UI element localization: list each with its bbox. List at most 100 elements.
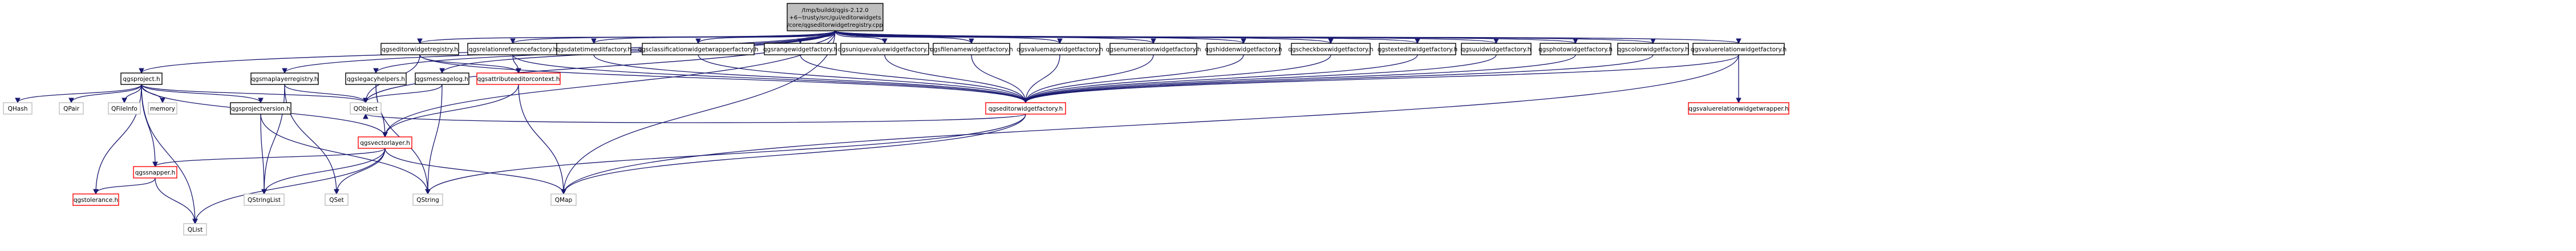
- node-editorwidgetregistry[interactable]: qgseditorwidgetregistry.h: [380, 43, 459, 55]
- node-uuidwidgetfactory[interactable]: qgsuuidwidgetfactory.h: [1461, 43, 1532, 55]
- node-qpair[interactable]: QPair: [59, 102, 84, 115]
- node-qfileinfo[interactable]: QFileInfo: [108, 102, 141, 115]
- arrowhead-root-to-editorwidgetregistry: [417, 38, 423, 44]
- node-label-uniquevaluewidgetfactory: qgsuniquevaluewidgetfactory.h: [838, 46, 931, 53]
- node-label-legacyhelpers: qgslegacyhelpers.h: [347, 76, 405, 83]
- node-attributeeditorcontext[interactable]: qgsattributeeditorcontext.h: [476, 72, 561, 85]
- node-filenamewidgetfactory[interactable]: qgsfilenamewidgetfactory.h: [930, 43, 1013, 55]
- node-checkboxwidgetfactory[interactable]: qgscheckboxwidgetfactory.h: [1288, 43, 1374, 55]
- node-label-valuemapwidgetfactory: qgsvaluemapwidgetfactory.h: [1016, 46, 1103, 53]
- node-colorwidgetfactory[interactable]: qgscolorwidgetfactory.h: [1617, 43, 1689, 55]
- node-tolerance[interactable]: qgstolerance.h: [72, 193, 119, 206]
- node-box-qset: [325, 193, 349, 206]
- node-label-uuidwidgetfactory: qgsuuidwidgetfactory.h: [1461, 46, 1532, 53]
- node-messagelog[interactable]: qgsmessagelog.h: [415, 72, 469, 85]
- node-label-memory: memory: [150, 106, 175, 112]
- node-label-qmap: QMap: [555, 197, 573, 204]
- node-box-projectversion: [230, 102, 291, 115]
- node-rangewidgetfactory[interactable]: qgsrangewidgetfactory.h: [763, 43, 837, 55]
- node-valuerelationwidgetwrapper[interactable]: qgsvaluerelationwidgetwrapper.h: [1688, 102, 1789, 115]
- arrowhead-editorwidgetfactory-to-qobject: [363, 113, 368, 119]
- edge-editorwidgetregistry-to-attributeeditorcontext: [419, 54, 519, 74]
- edge-attributeeditorcontext-to-qmap: [518, 84, 564, 195]
- node-snapper[interactable]: qgssnapper.h: [133, 166, 177, 179]
- node-texteditwidgetfactory[interactable]: qgstexteditwidgetfactory.h: [1378, 43, 1458, 55]
- arrowhead-valuerelationwidgetfactory-to-valuerelationwidgetwrapper: [1736, 98, 1741, 104]
- arrowhead-project-to-qpair: [68, 98, 74, 104]
- node-label-relationreferencefactory: qgsrelationreferencefactory.h: [469, 46, 557, 53]
- node-valuemapwidgetfactory[interactable]: qgsvaluemapwidgetfactory.h: [1016, 43, 1103, 55]
- arrowhead-root-to-classificationwidgetwrapperfactory: [695, 38, 701, 44]
- arrowhead-root-to-valuerelationwidgetfactory: [1736, 38, 1741, 44]
- edge-vectorlayer-to-qlist: [195, 148, 386, 224]
- arrowhead-root-to-datetimeeditfactory: [591, 38, 597, 44]
- node-memory[interactable]: memory: [148, 102, 177, 115]
- node-vectorlayer[interactable]: qgsvectorlayer.h: [358, 136, 412, 149]
- edge-uniquevaluewidgetfactory-to-editorwidgetfactory: [884, 54, 1026, 103]
- node-qhash[interactable]: QHash: [3, 102, 33, 115]
- arrowhead-project-to-projectversion: [258, 98, 264, 104]
- node-enumerationwidgetfactory[interactable]: qgsenumerationwidgetfactory.h: [1105, 43, 1201, 55]
- edge-valuemapwidgetfactory-to-editorwidgetfactory: [1025, 54, 1060, 103]
- node-box-messagelog: [415, 72, 469, 85]
- node-qset[interactable]: QSet: [325, 193, 349, 206]
- node-qobject[interactable]: QObject: [350, 102, 382, 115]
- node-label-qset: QSet: [329, 197, 344, 204]
- node-editorwidgetfactory[interactable]: qgseditorwidgetfactory.h: [985, 102, 1066, 115]
- edge-root-to-valuerelationwidgetfactory: [835, 30, 1739, 44]
- edge-editorwidgetfactory-to-qobject: [365, 114, 1026, 123]
- edge-projectversion-to-qstring: [260, 114, 428, 195]
- node-label-qhash: QHash: [8, 106, 28, 112]
- edge-root-to-datetimeeditfactory: [593, 30, 836, 44]
- node-box-enumerationwidgetfactory: [1109, 43, 1197, 55]
- edge-project-to-qpair: [71, 84, 142, 103]
- edge-project-to-projectversion: [141, 84, 261, 103]
- node-valuerelationwidgetfactory[interactable]: qgsvaluerelationwidgetfactory.h: [1691, 43, 1787, 55]
- node-legacyhelpers[interactable]: qgslegacyhelpers.h: [345, 72, 407, 85]
- node-qstring[interactable]: QString: [412, 193, 443, 206]
- edge-classificationwidgetwrapperfactory-to-editorwidgetfactory: [698, 54, 1026, 103]
- node-label-qstring: QString: [416, 197, 439, 204]
- node-qlist[interactable]: QList: [183, 223, 207, 236]
- arrowhead-root-to-uuidwidgetfactory: [1493, 38, 1499, 44]
- node-projectversion[interactable]: qgsprojectversion.h: [230, 102, 291, 115]
- node-label-valuerelationwidgetwrapper: qgsvaluerelationwidgetwrapper.h: [1688, 106, 1788, 112]
- edge-relationreferencefactory-to-editorwidgetfactory: [512, 54, 1026, 103]
- edge-vectorlayer-to-qstringlist: [264, 148, 386, 195]
- node-label-editorwidgetfactory: qgseditorwidgetfactory.h: [989, 106, 1063, 112]
- node-qstringlist[interactable]: QStringList: [244, 193, 285, 206]
- arrowhead-projectversion-to-qstring: [425, 189, 431, 195]
- arrowhead-project-to-qfileinfo: [121, 98, 127, 104]
- node-hiddenwidgetfactory[interactable]: qgshiddenwidgetfactory.h: [1205, 43, 1282, 55]
- node-project[interactable]: qgsproject.h: [120, 72, 163, 85]
- node-label-filenamewidgetfactory: qgsfilenamewidgetfactory.h: [930, 46, 1012, 53]
- arrowhead-root-to-enumerationwidgetfactory: [1151, 38, 1156, 44]
- node-label-root: /tmp/buildd/qgis-2.12.0: [801, 7, 868, 14]
- node-box-memory: [148, 102, 177, 115]
- node-qmap[interactable]: QMap: [550, 193, 577, 206]
- node-relationreferencefactory[interactable]: qgsrelationreferencefactory.h: [467, 43, 558, 55]
- node-classificationwidgetwrapperfactory[interactable]: qgsclassificationwidgetwrapperfactory.h: [638, 43, 759, 55]
- node-label-rangewidgetfactory: qgsrangewidgetfactory.h: [763, 46, 837, 53]
- edge-root-to-uniquevaluewidgetfactory: [835, 30, 885, 44]
- node-label-editorwidgetregistry: qgseditorwidgetregistry.h: [382, 46, 458, 53]
- arrowhead-attributeeditorcontext-to-vectorlayer: [382, 132, 388, 138]
- arrowhead-root-to-uniquevaluewidgetfactory: [882, 38, 888, 44]
- edge-datetimeeditfactory-to-editorwidgetfactory: [593, 54, 1026, 103]
- node-box-uuidwidgetfactory: [1461, 43, 1532, 55]
- node-maplayerregistry[interactable]: qgsmaplayerregistry.h: [250, 72, 319, 85]
- node-label-snapper: qgssnapper.h: [135, 169, 176, 176]
- node-label-qlist: QList: [188, 226, 203, 233]
- edge-editorwidgetfactory-to-qmap: [563, 114, 1026, 195]
- arrowhead-relationreferencefactory-to-attributeeditorcontext: [516, 68, 521, 74]
- node-box-qfileinfo: [108, 102, 141, 115]
- edge-root-to-qmap: [563, 30, 836, 195]
- node-uniquevaluewidgetfactory[interactable]: qgsuniquevaluewidgetfactory.h: [838, 43, 931, 55]
- node-box-valuerelationwidgetfactory: [1692, 43, 1785, 55]
- edge-messagelog-to-qstring: [427, 84, 443, 195]
- node-box-rangewidgetfactory: [764, 43, 837, 55]
- node-photowidgetfactory[interactable]: qgsphotowidgetfactory.h: [1538, 43, 1613, 55]
- node-datetimeeditfactory[interactable]: qgsdatetimeeditfactory.h: [556, 43, 631, 55]
- node-label-tolerance: qgstolerance.h: [74, 197, 118, 204]
